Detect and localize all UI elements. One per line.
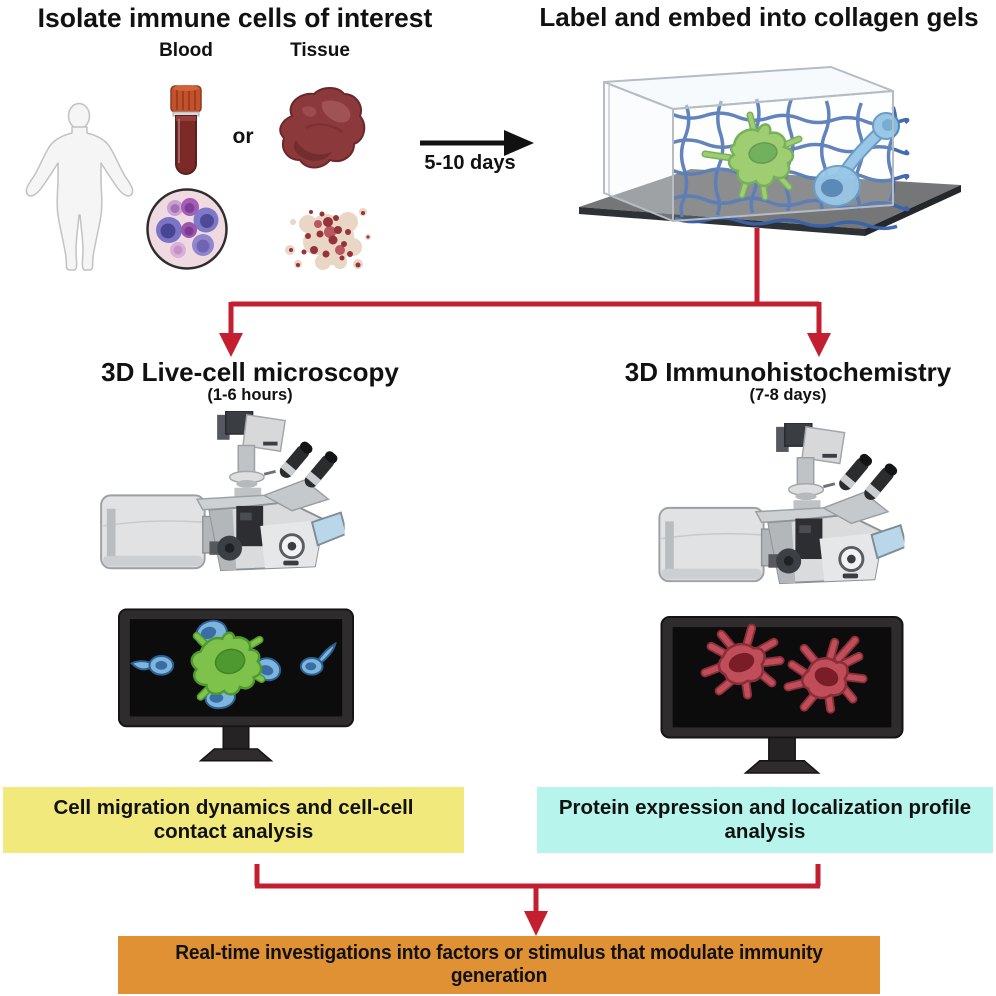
- branch-title-live: 3D Live-cell microscopy: [101, 357, 399, 387]
- live-screen-cells: [130, 619, 337, 710]
- blood-tube-icon: [170, 85, 202, 175]
- outcome-box-text: Real-time investigations into factors or…: [175, 942, 823, 987]
- human-figure-icon: [25, 102, 134, 271]
- embed-duration-label: 5-10 days: [424, 152, 516, 174]
- pbmc-dish-icon: [146, 188, 228, 270]
- green-cell: [701, 111, 803, 201]
- branch-arrow-top: [219, 228, 831, 357]
- step2-title: Label and embed into collagen gels: [539, 2, 979, 32]
- merge-arrow-bottom: [254, 864, 821, 936]
- analysis-box-ihc: Protein expression and localization prof…: [537, 787, 993, 853]
- analysis-box-live: Cell migration dynamics and cell-cell co…: [3, 787, 464, 853]
- outcome-box: Real-time investigations into factors or…: [118, 936, 880, 994]
- analysis-box-live-text: Cell migration dynamics and cell-cell co…: [53, 796, 414, 843]
- tissue-sample-icon: [279, 87, 366, 169]
- blood-label: Blood: [159, 40, 213, 61]
- collagen-gel-icon: [579, 66, 961, 236]
- dissociated-cells-icon: [285, 208, 371, 270]
- branch-title-ihc: 3D Immunohistochemistry: [624, 357, 952, 387]
- ihc-screen-cells: [700, 623, 868, 714]
- step1-title: Isolate immune cells of interest: [37, 3, 433, 33]
- branch-duration-ihc: (7-8 days): [749, 386, 827, 404]
- black-arrow: [420, 130, 534, 156]
- microscope-ihc-icon: [653, 423, 905, 587]
- monitor-ihc-icon: [656, 616, 908, 776]
- tissue-label: Tissue: [290, 40, 350, 61]
- branch-duration-live: (1-6 hours): [207, 386, 293, 404]
- microscope-live-icon: [95, 411, 345, 574]
- analysis-box-ihc-text: Protein expression and localization prof…: [558, 796, 972, 843]
- or-label: or: [232, 125, 254, 148]
- monitor-live-icon: [118, 608, 354, 764]
